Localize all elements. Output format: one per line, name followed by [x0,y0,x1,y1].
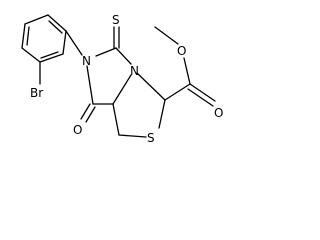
atom-n-bridge: N [130,64,139,78]
atom-o-ester: O [177,44,186,58]
bond-ch-ch2 [112,103,120,136]
bond-phenyl-c3-c4 [39,53,64,63]
atom-s-thioxo: S [112,13,120,27]
bond-s-ch [158,99,166,129]
bond-ch-c-ester [164,83,191,101]
atom-br: Br [30,86,43,100]
atom-n-aryl: N [82,54,91,68]
bond-ch-n [136,72,166,101]
bond-c-thioxo-n [115,47,132,65]
atom-o-carbonyl: O [214,106,223,120]
bond-phenyl-inner-2 [40,51,59,59]
bond-c-o-carbonyl-1 [189,83,216,102]
bond-c-o-double-2 [85,106,96,123]
bond-c-o-ester [183,57,191,85]
bond-phenyl-inner-1 [48,20,63,34]
bond-phenyl-c4-c5 [21,47,41,63]
bond-phenyl-c6-c1 [24,14,49,25]
bond-phenyl-c2-c3 [62,30,67,55]
bond-o-methyl [154,26,179,45]
bond-phenyl-c1-c2 [47,14,67,32]
bond-c-oxo-n [86,65,94,105]
atom-s-ring: S [147,131,155,145]
bond-n-c-thioxo [95,47,117,57]
bond-c-o-double-1 [80,103,91,120]
bond-phenyl-c5-c6 [21,23,26,49]
bond-ch2-s [118,134,147,138]
bond-phenyl-n [65,30,83,56]
molecule-structure: Br N S N O S O O [21,13,223,145]
atom-o-ketone: O [73,123,82,137]
bond-c-o-carbonyl-2 [187,88,214,107]
bond-n-ch [112,74,132,105]
bond-phenyl-inner-3 [26,26,30,46]
bonds [21,14,216,138]
atom-labels: Br N S N O S O O [30,13,223,145]
